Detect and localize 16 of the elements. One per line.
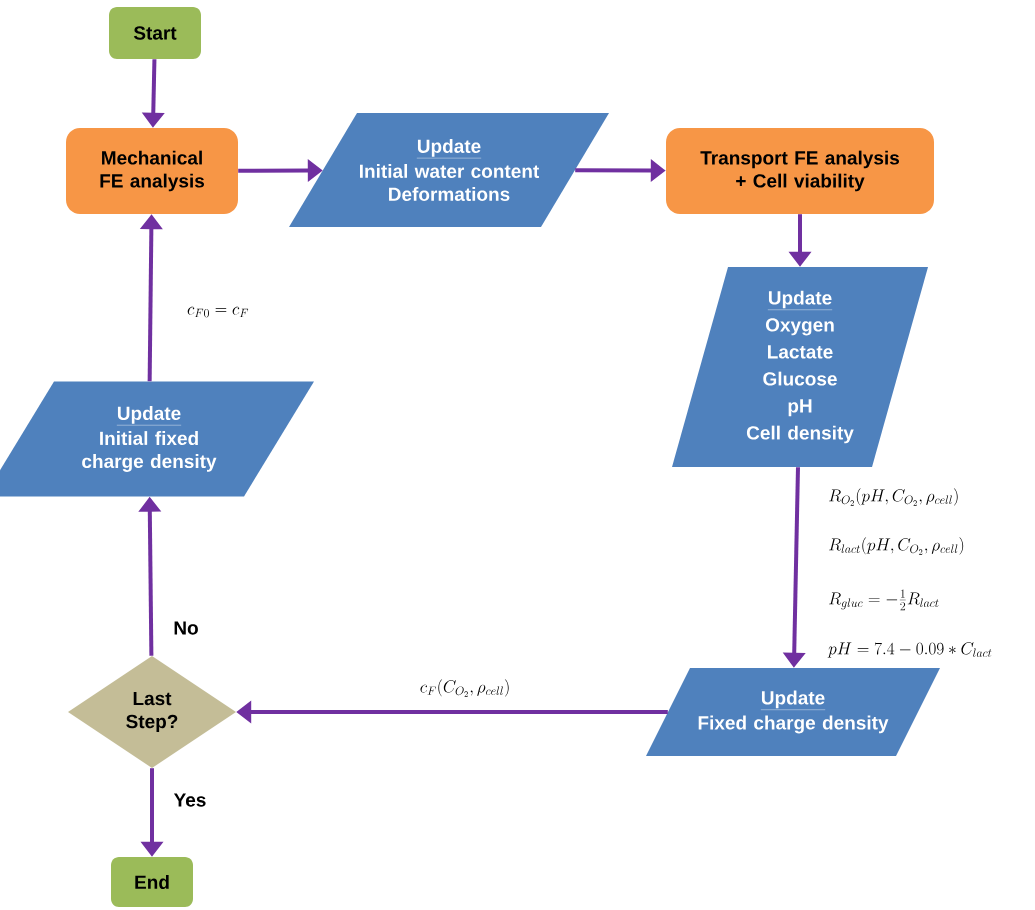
edge-label: $c_F(C_{O_2}, \rho_{cell})$ xyxy=(418,678,512,698)
formula-label: $R_{O_2}(pH, C_{O_2}, \rho_{cell})$ xyxy=(827,487,961,507)
terminal-box: End xyxy=(111,857,193,907)
data-parallelogram: Update Oxygen Lactate Glucose pH Cell density xyxy=(672,267,928,467)
formula-label: $R_{lact}(pH, C_{O_2}, \rho_{cell})$ xyxy=(827,536,966,556)
formula-label: $R_{gluc} = -\frac{1}{2} R_{lact}$ xyxy=(827,588,941,612)
edge-label: $c_{F0} = c_F$ xyxy=(186,306,250,318)
edge-label: No xyxy=(172,620,200,636)
edge-label: Yes xyxy=(172,792,208,808)
formula-label: $pH = 7.4 - 0.09 \ast C_{lact}$ xyxy=(827,641,994,659)
data-parallelogram: Update Initial water content Deformations xyxy=(289,113,609,227)
process-box: Transport FE analysis + Cell viability xyxy=(666,128,934,214)
data-parallelogram: Update Initial fixed charge density xyxy=(0,381,314,497)
data-parallelogram: Update Fixed charge density xyxy=(646,668,940,756)
terminal-box: Start xyxy=(109,7,201,59)
process-box: Mechanical FE analysis xyxy=(66,128,238,214)
